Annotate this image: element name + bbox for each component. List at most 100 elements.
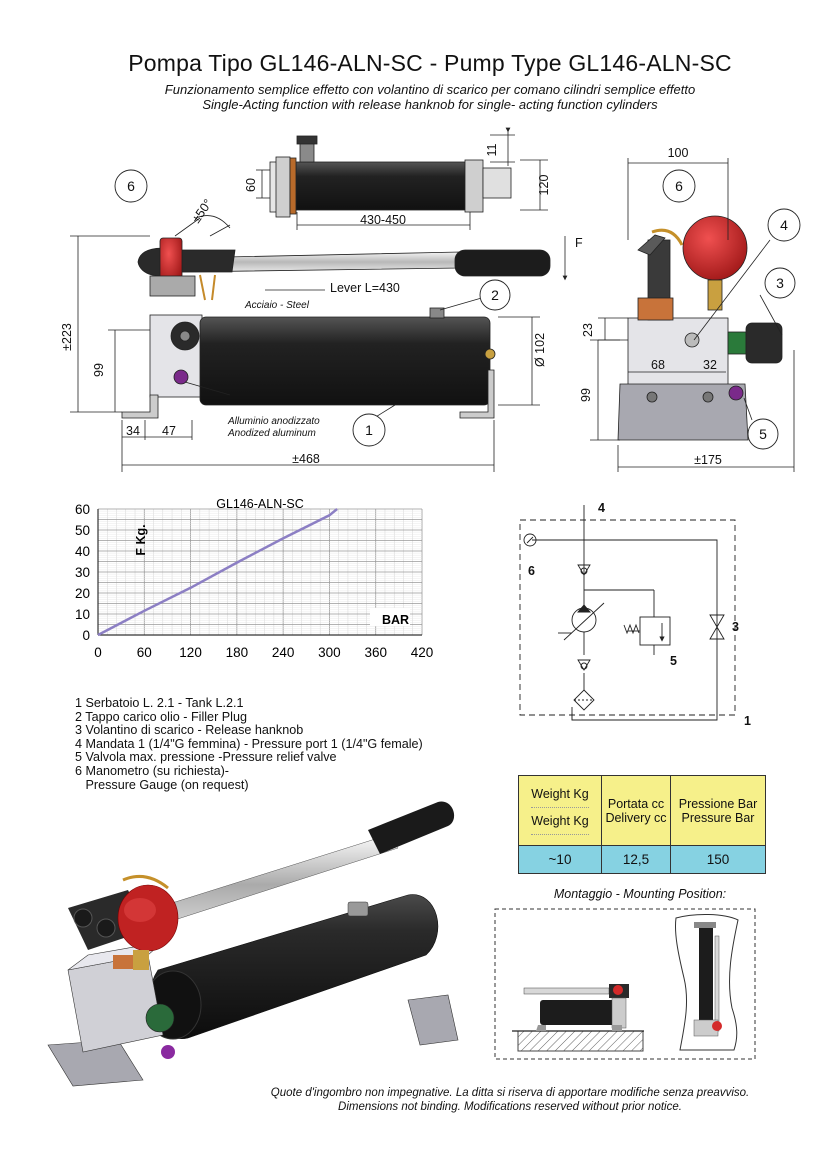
spec-header-pressure: Pressione Bar Pressure Bar: [670, 775, 766, 846]
label-alu-it: Alluminio anodizzato: [227, 416, 320, 427]
legend-item: Pressure Gauge (on request): [75, 777, 249, 792]
mounting-floor: [517, 1030, 644, 1052]
front-view: [590, 158, 795, 472]
schematic-gauge-symbol: [523, 533, 537, 547]
hydraulic-schematic: 4 6 3 5 1: [519, 501, 751, 728]
subtitle-italian: Funzionamento semplice effetto con volan…: [164, 82, 696, 97]
dim-223: ±223: [60, 323, 74, 351]
chart-xlabel: BAR: [382, 613, 409, 627]
dim-47: 47: [162, 424, 176, 438]
dim-68: 68: [651, 358, 665, 372]
label-alu-en: Anodized aluminum: [227, 428, 316, 439]
callout-6-front-label: 6: [675, 178, 683, 194]
dim-120: 120: [537, 175, 551, 196]
chart-xtick-label: 0: [94, 645, 102, 660]
callout-6-side: [114, 169, 148, 203]
technical-drawing: 6 2 1 6 4 3 5 11 120 60 430-450 ±50° Lev…: [60, 127, 801, 472]
legend-item: 6 Manometro (su richiesta)-: [75, 763, 229, 778]
schematic-port-5: 5: [670, 654, 677, 668]
legend-item: 4 Mandata 1 (1/4"G femmina) - Pressure p…: [75, 736, 423, 751]
top-view: [256, 127, 548, 230]
dim-32: 32: [703, 358, 717, 372]
chart-ytick-label: 60: [75, 502, 90, 517]
chart-ytick-label: 30: [75, 565, 90, 580]
callout-3: [764, 267, 796, 299]
label-steel: Acciaio - Steel: [244, 300, 310, 311]
chart-ytick-label: 0: [82, 628, 90, 643]
callout-1-label: 1: [365, 422, 373, 438]
dim-102: Ø 102: [533, 333, 547, 367]
legend-item: 5 Valvola max. pressione -Pressure relie…: [75, 750, 337, 765]
callout-6-front: [662, 169, 696, 203]
pump-3d-render: [47, 801, 459, 1087]
callout-6-side-label: 6: [127, 178, 135, 194]
schematic-port-1: 1: [744, 714, 751, 728]
dim-175: ±175: [694, 453, 722, 467]
spec-table: Weight Kg Weight Kg Portata cc Delivery …: [518, 775, 766, 874]
mounting-wall-outline: [675, 913, 739, 1051]
chart-ytick-label: 40: [75, 544, 90, 559]
callout-2-label: 2: [491, 287, 499, 303]
callout-3-label: 3: [776, 275, 784, 291]
schematic-check-valve-bottom: [577, 659, 591, 671]
legend-item: 1 Serbatoio L. 2.1 - Tank L.2.1: [75, 696, 244, 710]
chart-xtick-label: 60: [137, 645, 152, 660]
footer-disclaimer-en: Dimensions not binding. Modifications re…: [338, 1101, 682, 1113]
dim-11: 11: [485, 143, 499, 156]
spec-value-pressure: 150: [670, 845, 766, 874]
spec-value-delivery: 12,5: [601, 845, 671, 874]
dim-angle: ±50°: [189, 197, 215, 226]
dim-23: 23: [581, 323, 595, 337]
chart-series-line: [97, 508, 338, 637]
callout-5: [747, 418, 779, 450]
dim-100: 100: [668, 146, 689, 160]
spec-header-delivery-bottom: Delivery cc: [605, 810, 667, 825]
spec-value-row: ~10 12,5 150: [518, 845, 766, 874]
chart-ytick-label: 20: [75, 586, 90, 601]
chart-xtick-label: 300: [318, 645, 341, 660]
chart-xtick-label: 360: [364, 645, 387, 660]
mounting-pump-vertical: [699, 928, 713, 1023]
dim-force: F: [575, 236, 583, 250]
dim-lever: Lever L=430: [330, 281, 400, 295]
chart-title: GL146-ALN-SC: [216, 497, 304, 511]
callout-4: [767, 208, 801, 242]
legend-item: 3 Volantino di scarico - Release hanknob: [75, 723, 304, 738]
parts-legend: 1 Serbatoio L. 2.1 - Tank L.2.1 2 Tappo …: [75, 696, 423, 792]
chart-ytick-label: 10: [75, 607, 90, 622]
subtitle-english: Single-Acting function with release hank…: [202, 97, 658, 112]
chart-xtick-label: 120: [179, 645, 202, 660]
schematic-port-6: 6: [528, 564, 535, 578]
schematic-filter-symbol: [573, 689, 595, 711]
spec-header-pressure-top: Pressione Bar: [678, 796, 758, 811]
spec-header-row: Weight Kg Weight Kg Portata cc Delivery …: [518, 775, 766, 846]
side-view: [70, 215, 568, 472]
spec-header-weight-bottom: Weight Kg: [531, 813, 589, 828]
callout-4-label: 4: [780, 217, 788, 233]
spec-value-weight: ~10: [518, 845, 602, 874]
spec-header-delivery: Portata cc Delivery cc: [601, 775, 671, 846]
chart-xtick-label: 240: [272, 645, 295, 660]
spec-header-weight-top: Weight Kg: [531, 786, 589, 801]
footer-disclaimer-it: Quote d'ingombro non impegnative. La dit…: [270, 1087, 750, 1099]
callout-2: [479, 279, 511, 311]
chart-xtick-label: 420: [411, 645, 434, 660]
spec-header-divider: [531, 833, 589, 835]
mounting-pump-horizontal: [540, 1000, 618, 1025]
schematic-relief-valve: [639, 616, 671, 646]
spec-header-weight: Weight Kg Weight Kg: [518, 775, 602, 846]
schematic-frame: [519, 519, 736, 716]
spec-header-pressure-bottom: Pressure Bar: [681, 810, 755, 825]
chart-xtick-label: 180: [226, 645, 249, 660]
schematic-port-4: 4: [598, 501, 605, 515]
page-title: Pompa Tipo GL146-ALN-SC - Pump Type GL14…: [128, 50, 732, 76]
chart-ylabel: F Kg.: [134, 524, 148, 555]
spec-header-divider: [531, 806, 589, 808]
dim-468: ±468: [292, 452, 320, 466]
mounting-title: Montaggio - Mounting Position:: [553, 887, 727, 901]
dim-430-450: 430-450: [360, 213, 406, 227]
dim-99-side: 99: [92, 363, 106, 377]
dim-99-front: 99: [579, 388, 593, 402]
